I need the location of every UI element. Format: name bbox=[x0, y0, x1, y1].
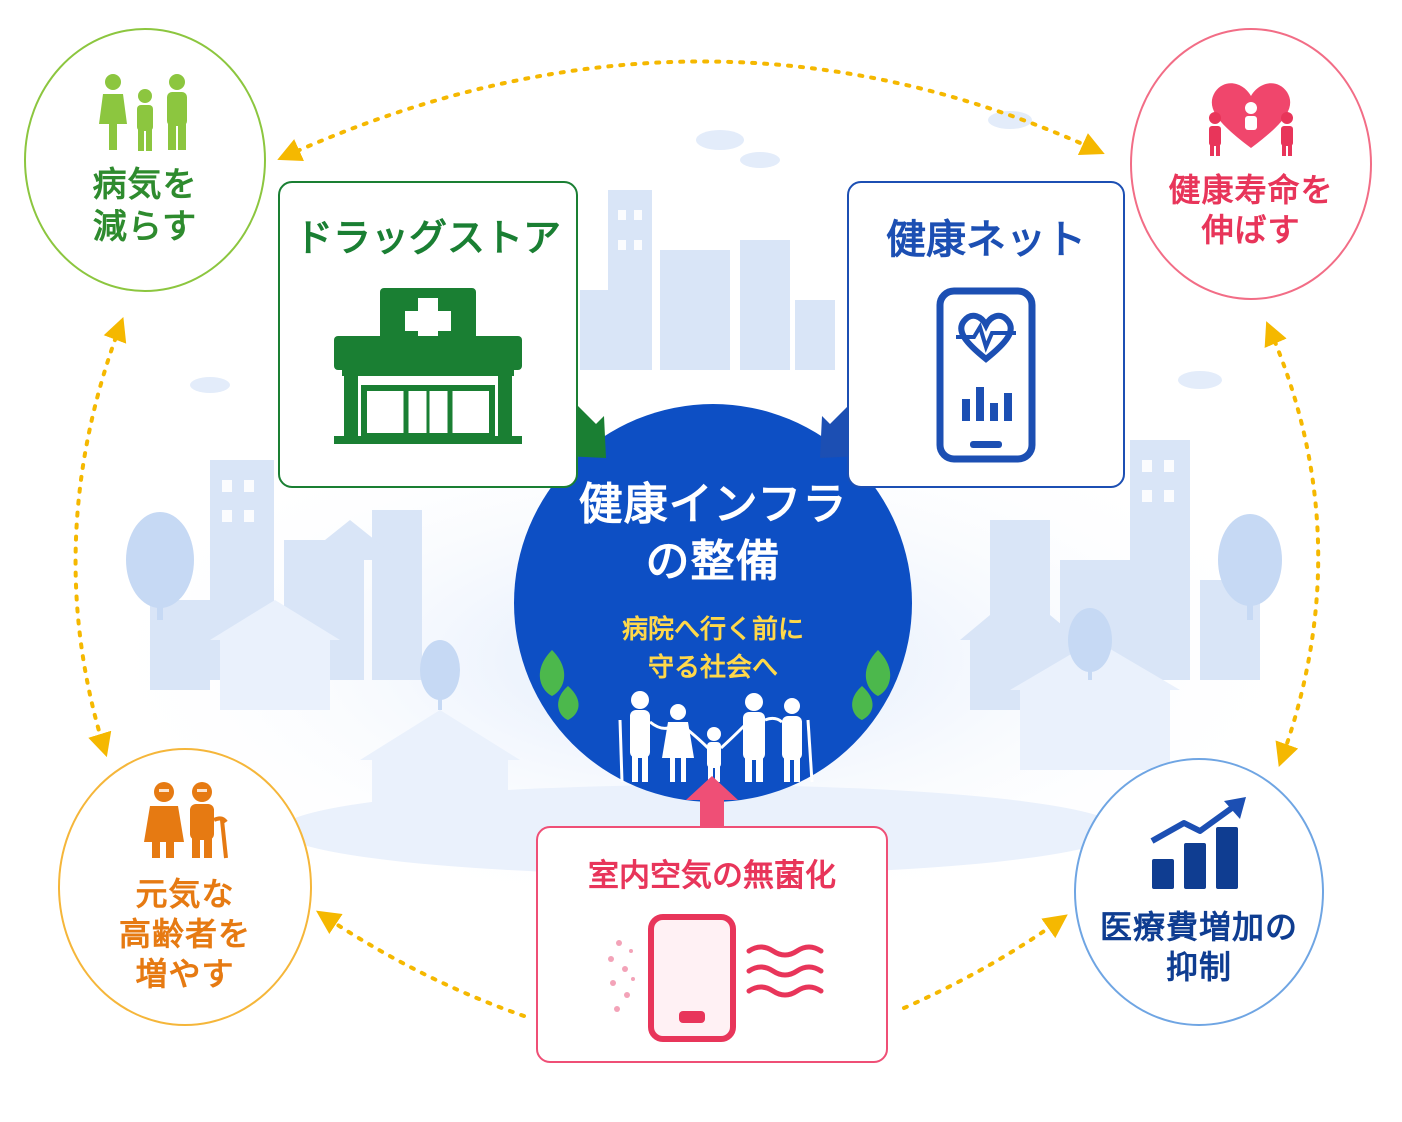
goal-extend-healthy-life-label: 健康寿命を 伸ばす bbox=[1168, 171, 1334, 249]
center-title: 健康インフラ の整備 bbox=[578, 479, 848, 588]
arrow-from-air bbox=[686, 776, 738, 834]
arrow-left bbox=[73, 317, 127, 758]
air-sterilization-label: 室内空気の無菌化 bbox=[588, 858, 836, 894]
elderly-couple-icon bbox=[144, 782, 228, 859]
family-icon bbox=[99, 73, 187, 151]
drugstore-box: ドラッグストア bbox=[278, 181, 578, 488]
health-net-label: 健康ネット bbox=[886, 217, 1086, 263]
smartphone-heart-icon bbox=[936, 287, 1036, 463]
arrow-right bbox=[1264, 321, 1321, 768]
goal-curb-medical-cost: 医療費増加の 抑制 bbox=[1074, 758, 1324, 1026]
goal-curb-medical-cost-label: 医療費増加の 抑制 bbox=[1099, 908, 1298, 986]
goal-reduce-illness: 病気を 減らす bbox=[24, 28, 266, 292]
goal-extend-healthy-life: 健康寿命を 伸ばす bbox=[1130, 28, 1372, 300]
arrow-top bbox=[277, 59, 1105, 162]
air-sterilization-box: 室内空気の無菌化 bbox=[536, 826, 888, 1063]
arrow-bottom-left bbox=[316, 910, 526, 1018]
goal-energetic-elderly-label: 元気な 高齢者を 増やす bbox=[118, 875, 251, 993]
center-subtitle: 病院へ行く前に 守る社会へ bbox=[621, 615, 804, 683]
pharmacy-store-icon bbox=[334, 288, 522, 444]
arrow-bottom-right bbox=[902, 914, 1068, 1010]
health-net-box: 健康ネット bbox=[847, 181, 1125, 488]
rising-chart-icon bbox=[1150, 797, 1246, 889]
drugstore-label: ドラッグストア bbox=[294, 216, 561, 260]
leaf-icon bbox=[539, 650, 891, 720]
air-purifier-icon bbox=[608, 914, 824, 1042]
goal-reduce-illness-label: 病気を 減らす bbox=[92, 164, 198, 248]
family-silhouette-icon bbox=[630, 691, 802, 782]
heart-family-icon bbox=[1209, 83, 1293, 156]
goal-energetic-elderly: 元気な 高齢者を 増やす bbox=[58, 748, 312, 1026]
